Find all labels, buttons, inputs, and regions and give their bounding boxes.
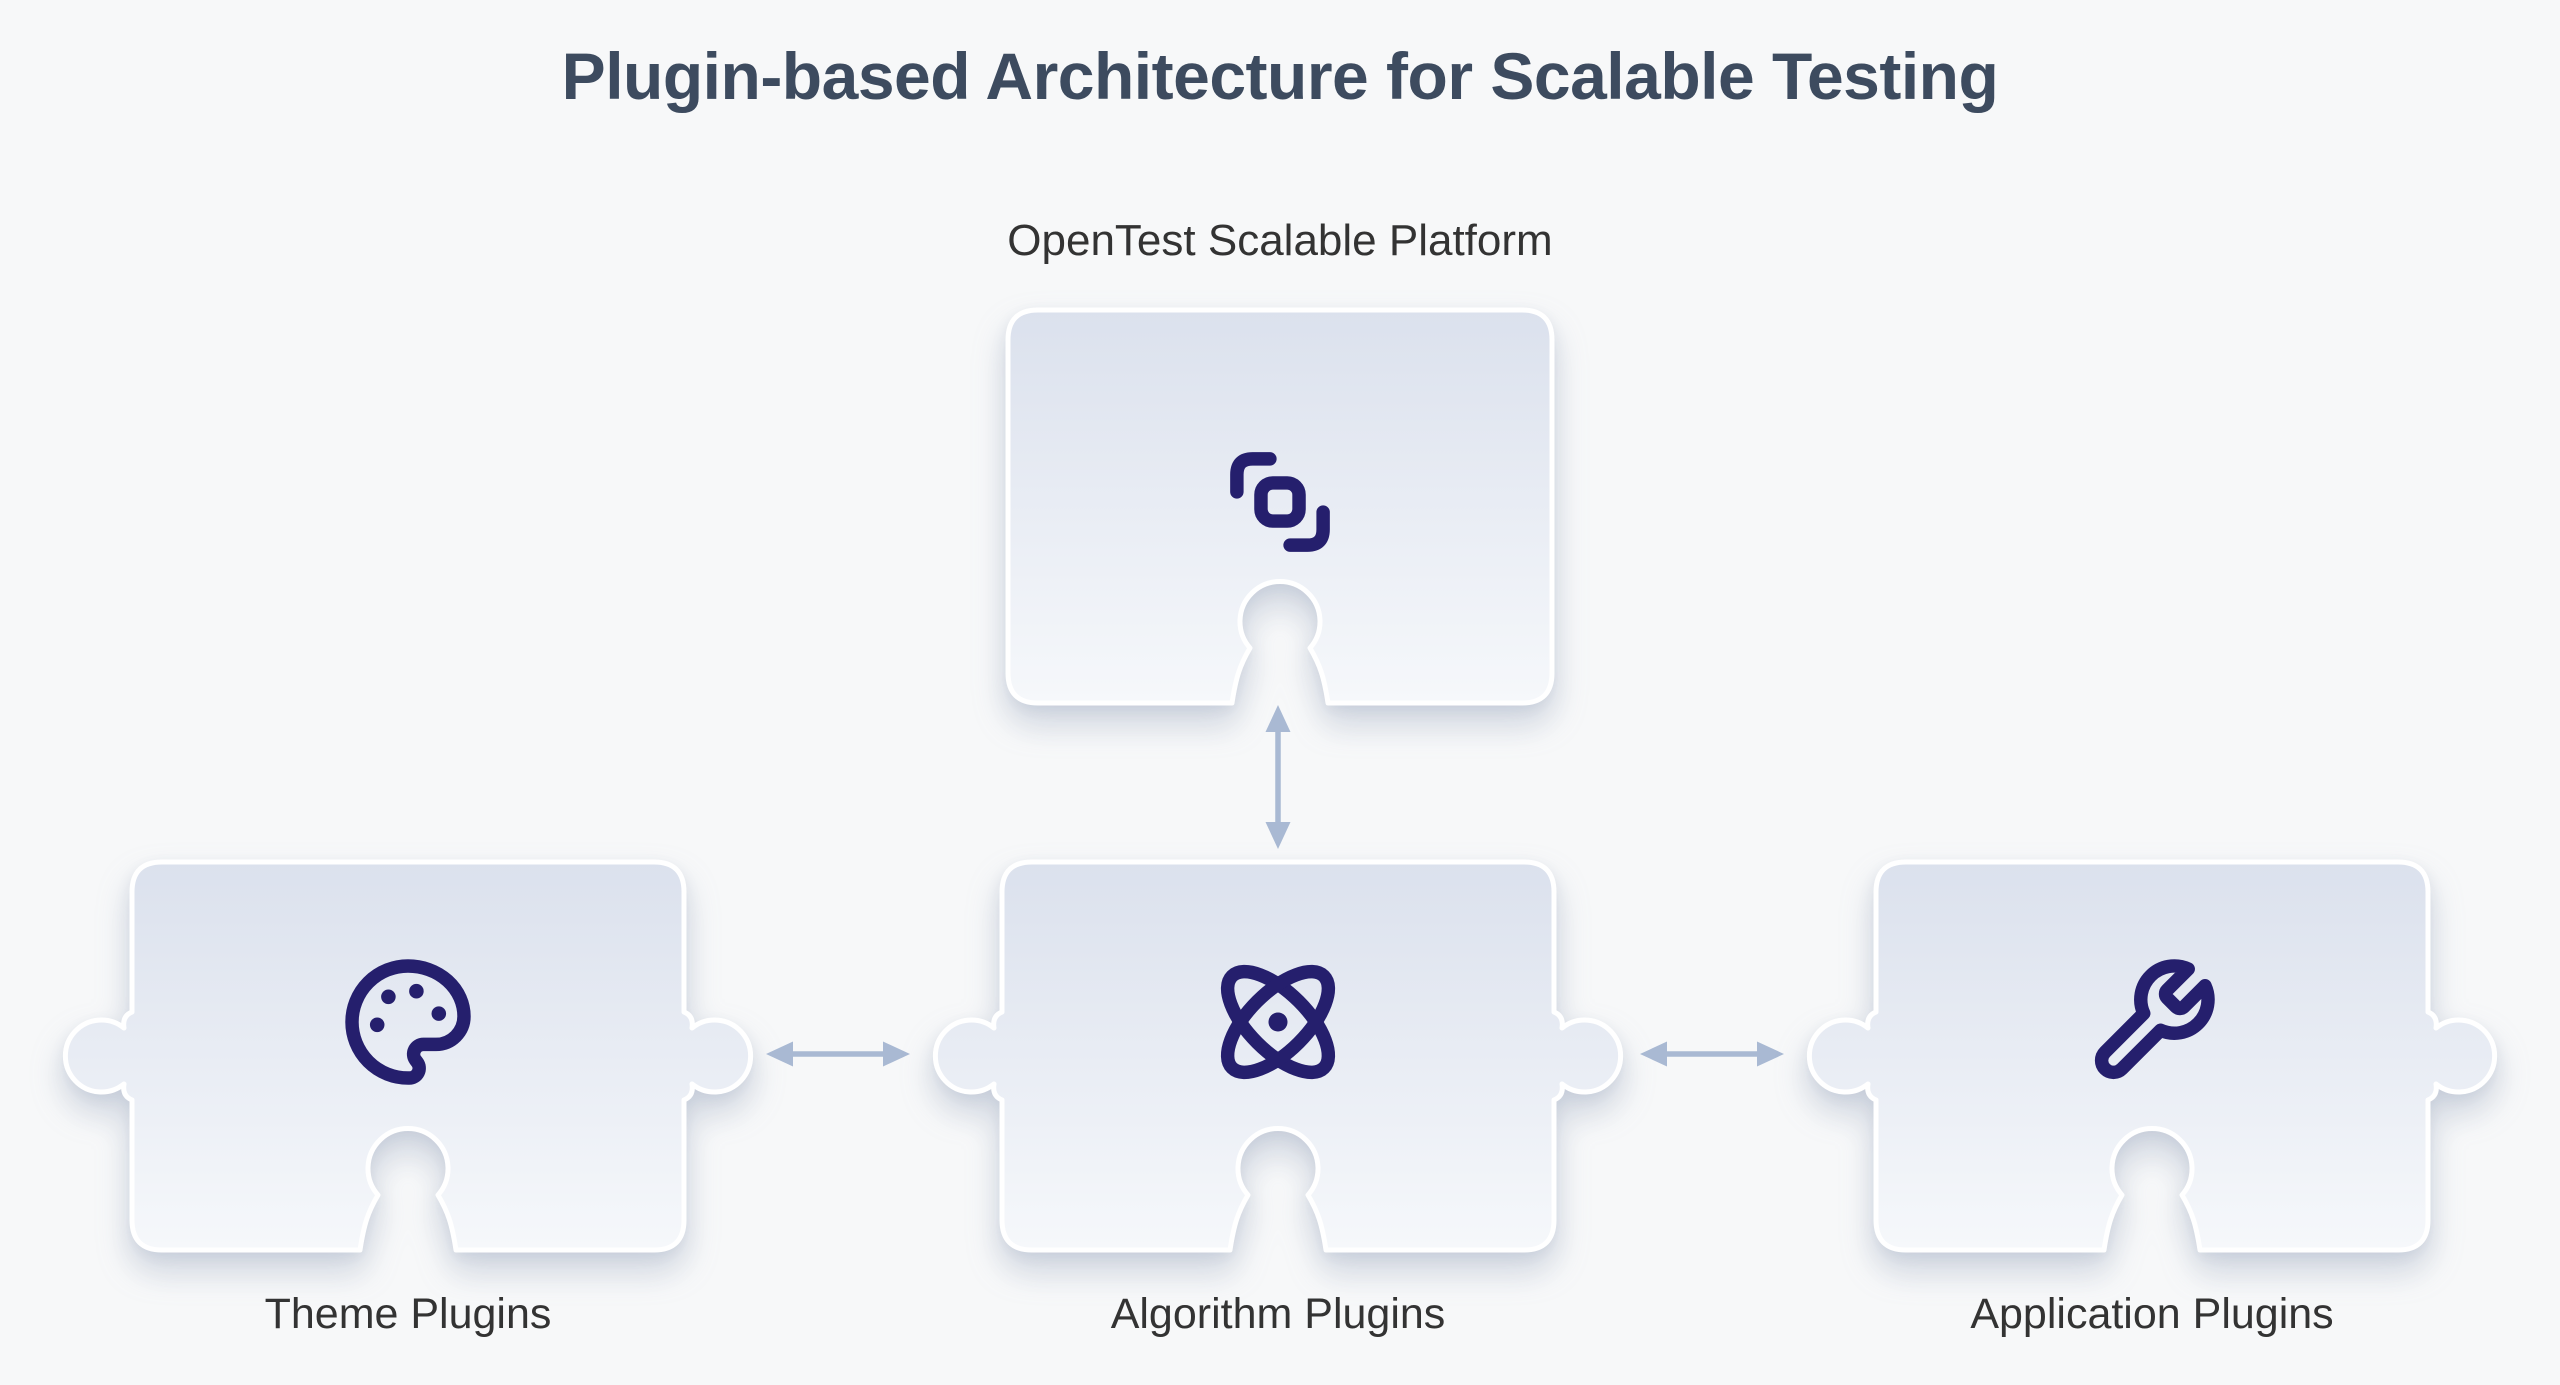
puzzle-piece-platform [1005,307,1555,706]
link-blocks-icon [1230,452,1330,552]
wrench-icon [2094,959,2215,1080]
arrow-algorithm-application [1640,1041,1784,1067]
application-piece-shape [1806,859,2498,1253]
arrow-right-head [883,1041,910,1067]
plugin-label-theme: Theme Plugins [264,1290,552,1338]
puzzle-piece-theme [62,859,754,1253]
arrow-left-head [1640,1041,1667,1067]
arrow-right-head [1757,1041,1784,1067]
palette-icon [345,959,471,1085]
arrow-down-head [1265,822,1291,849]
arrow-up-head [1265,705,1291,732]
arrow-platform-algorithm [1265,705,1291,849]
arrow-theme-algorithm [766,1041,910,1067]
puzzle-piece-application [1806,859,2498,1253]
diagram-title: Plugin-based Architecture for Scalable T… [561,39,1999,113]
platform-label: OpenTest Scalable Platform [1007,216,1553,265]
arrow-left-head [766,1041,793,1067]
plugin-label-application: Application Plugins [1970,1290,2334,1338]
atom-icon [1220,964,1336,1080]
puzzle-piece-algorithm [932,859,1624,1253]
plugin-label-algorithm: Algorithm Plugins [1110,1290,1446,1338]
platform-piece-shape [1005,307,1555,706]
